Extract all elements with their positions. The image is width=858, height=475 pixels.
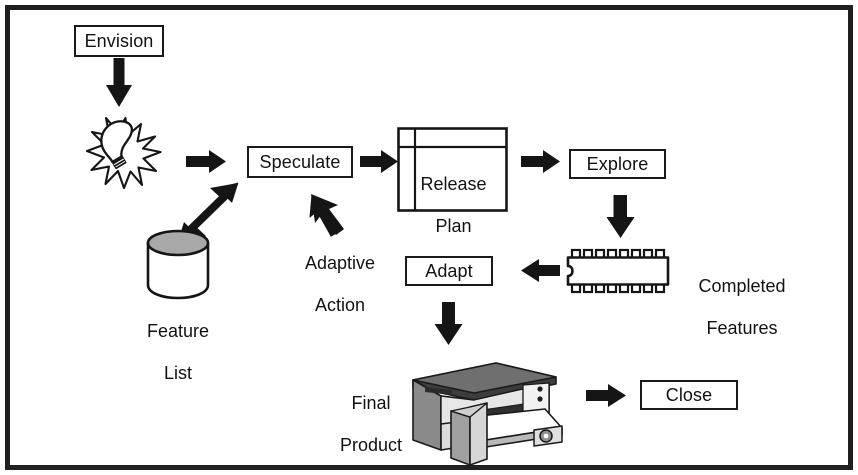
arrow-speculate-to-release-plan (360, 150, 398, 173)
arrow-adapt-to-final-product (434, 302, 463, 345)
arrow-release-plan-to-explore (521, 150, 560, 173)
completed-features-line2: Features (706, 318, 778, 338)
arrow-final-product-to-close (586, 384, 626, 407)
feature-list-line1: Feature (146, 321, 210, 341)
node-release-plan-label: Release Plan (406, 153, 501, 237)
lightbulb-icon (85, 116, 162, 190)
adaptive-action-line2: Action (314, 295, 366, 315)
adaptive-action-line1: Adaptive (304, 253, 376, 273)
node-speculate-label: Speculate (259, 152, 341, 172)
node-adapt-label: Adapt (425, 261, 473, 281)
node-explore-label: Explore (586, 154, 649, 174)
completed-features-line1: Completed (698, 276, 786, 296)
node-explore[interactable]: Explore (569, 149, 666, 179)
release-plan-line2: Plan (435, 216, 472, 236)
feature-list-line2: List (163, 363, 192, 383)
arrow-explore-to-completed-features (606, 195, 635, 238)
node-adaptive-action-label: Adaptive Action (290, 232, 390, 316)
spreadsheet-table-icon (397, 127, 508, 212)
arrow-envision-to-idea (106, 58, 132, 107)
arrow-idea-to-speculate (186, 150, 226, 173)
node-speculate[interactable]: Speculate (247, 146, 353, 178)
database-cylinder-icon (146, 229, 210, 300)
node-feature-list-label: Feature List (128, 300, 228, 384)
node-adapt[interactable]: Adapt (405, 256, 493, 286)
inkjet-printer-icon (412, 362, 563, 466)
node-close[interactable]: Close (640, 380, 738, 410)
node-envision[interactable]: Envision (74, 25, 164, 57)
final-product-line2: Product (339, 435, 403, 455)
node-envision-label: Envision (84, 31, 154, 51)
node-completed-features-label: Completed Features (677, 255, 807, 339)
node-close-label: Close (665, 385, 713, 405)
release-plan-line1: Release (420, 174, 487, 194)
node-final-product-label: Final Product (330, 372, 412, 456)
arrow-completed-features-to-adapt (521, 259, 560, 282)
arrow-adaptive-action-to-speculate (309, 194, 344, 237)
final-product-line1: Final (351, 393, 391, 413)
integrated-circuit-chip-icon (566, 248, 670, 294)
